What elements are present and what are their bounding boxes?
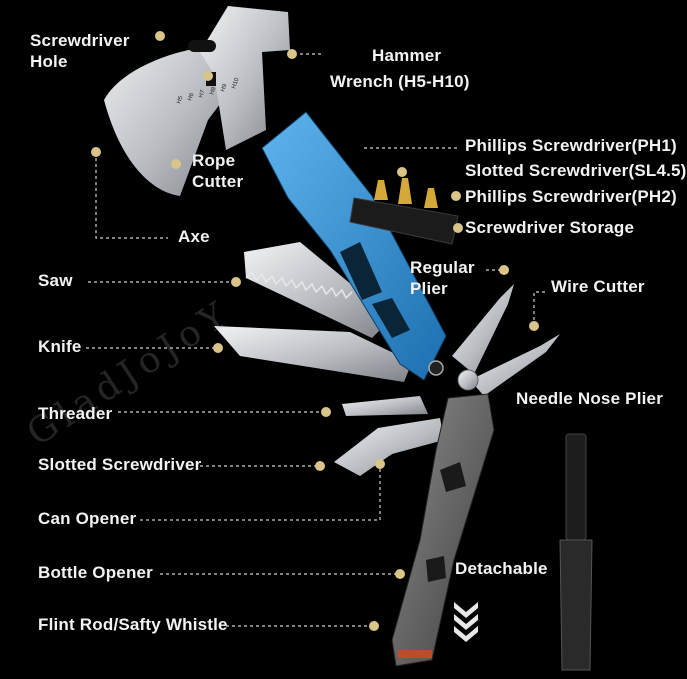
label-screwdriver-hole: Screwdriver Hole <box>30 31 130 71</box>
leader-lines <box>86 53 546 627</box>
bit-ph2 <box>424 188 438 208</box>
label-saw: Saw <box>38 271 73 290</box>
bit-sl45 <box>398 178 412 204</box>
wrench-mark: H6 <box>187 92 195 102</box>
label-axe: Axe <box>178 227 210 246</box>
label-phillips-ph1: Phillips Screwdriver(PH1) <box>465 136 677 155</box>
regular-plier <box>452 284 514 374</box>
screwdriver-storage <box>349 197 459 245</box>
bit-ph1 <box>374 180 388 200</box>
label-threader: Threader <box>38 404 113 423</box>
detachable-arrow-icon <box>454 602 478 642</box>
label-phillips-ph2: Phillips Screwdriver(PH2) <box>465 187 677 206</box>
hammer-head <box>200 6 290 150</box>
label-bottle-opener: Bottle Opener <box>38 563 154 582</box>
whistle-body <box>559 539 593 671</box>
label-can-opener: Can Opener <box>38 509 137 528</box>
label-detachable: Detachable <box>455 559 548 578</box>
knife-blade <box>214 326 412 382</box>
wrench-mark: H9 <box>220 83 228 93</box>
handle-cutout <box>426 556 446 582</box>
label-screwdriver-storage: Screwdriver Storage <box>465 218 635 237</box>
handle-accent <box>398 650 432 658</box>
label-hammer: Hammer <box>372 46 442 65</box>
marker-dots <box>91 31 539 631</box>
label-needle-nose-plier: Needle Nose Plier <box>516 389 664 408</box>
handle-cutout <box>372 298 410 338</box>
label-wrench: Wrench (H5-H10) <box>330 72 470 91</box>
label-slotted-screwdriver: Slotted Screwdriver <box>38 455 202 474</box>
label-regular-plier: Regular Plier <box>410 258 475 298</box>
plier-pivot <box>457 369 479 391</box>
wrench-mark: H10 <box>231 77 241 90</box>
label-flint-rod: Flint Rod/Safty Whistle <box>38 615 228 634</box>
gray-handle <box>391 393 495 667</box>
label-rope-cutter: Rope Cutter <box>192 151 244 191</box>
wrench-mark: H7 <box>198 89 206 99</box>
handle-cutout <box>440 462 466 492</box>
label-slotted-sl45: Slotted Screwdriver(SL4.5) <box>465 161 687 180</box>
label-wire-cutter: Wire Cutter <box>551 277 645 296</box>
handle-cutout <box>340 242 382 300</box>
saw-teeth <box>245 270 353 300</box>
can-opener-tool <box>334 418 444 476</box>
screwdriver-hole <box>188 40 216 52</box>
needle-nose-plier <box>470 334 560 396</box>
wrench-mark: H8 <box>209 86 217 96</box>
pivot-screw <box>428 360 444 376</box>
threader-tool <box>342 396 428 416</box>
axe-head <box>104 30 238 196</box>
wrench-mark: H5 <box>176 95 184 105</box>
label-knife: Knife <box>38 337 82 356</box>
flint-rod <box>565 433 587 541</box>
